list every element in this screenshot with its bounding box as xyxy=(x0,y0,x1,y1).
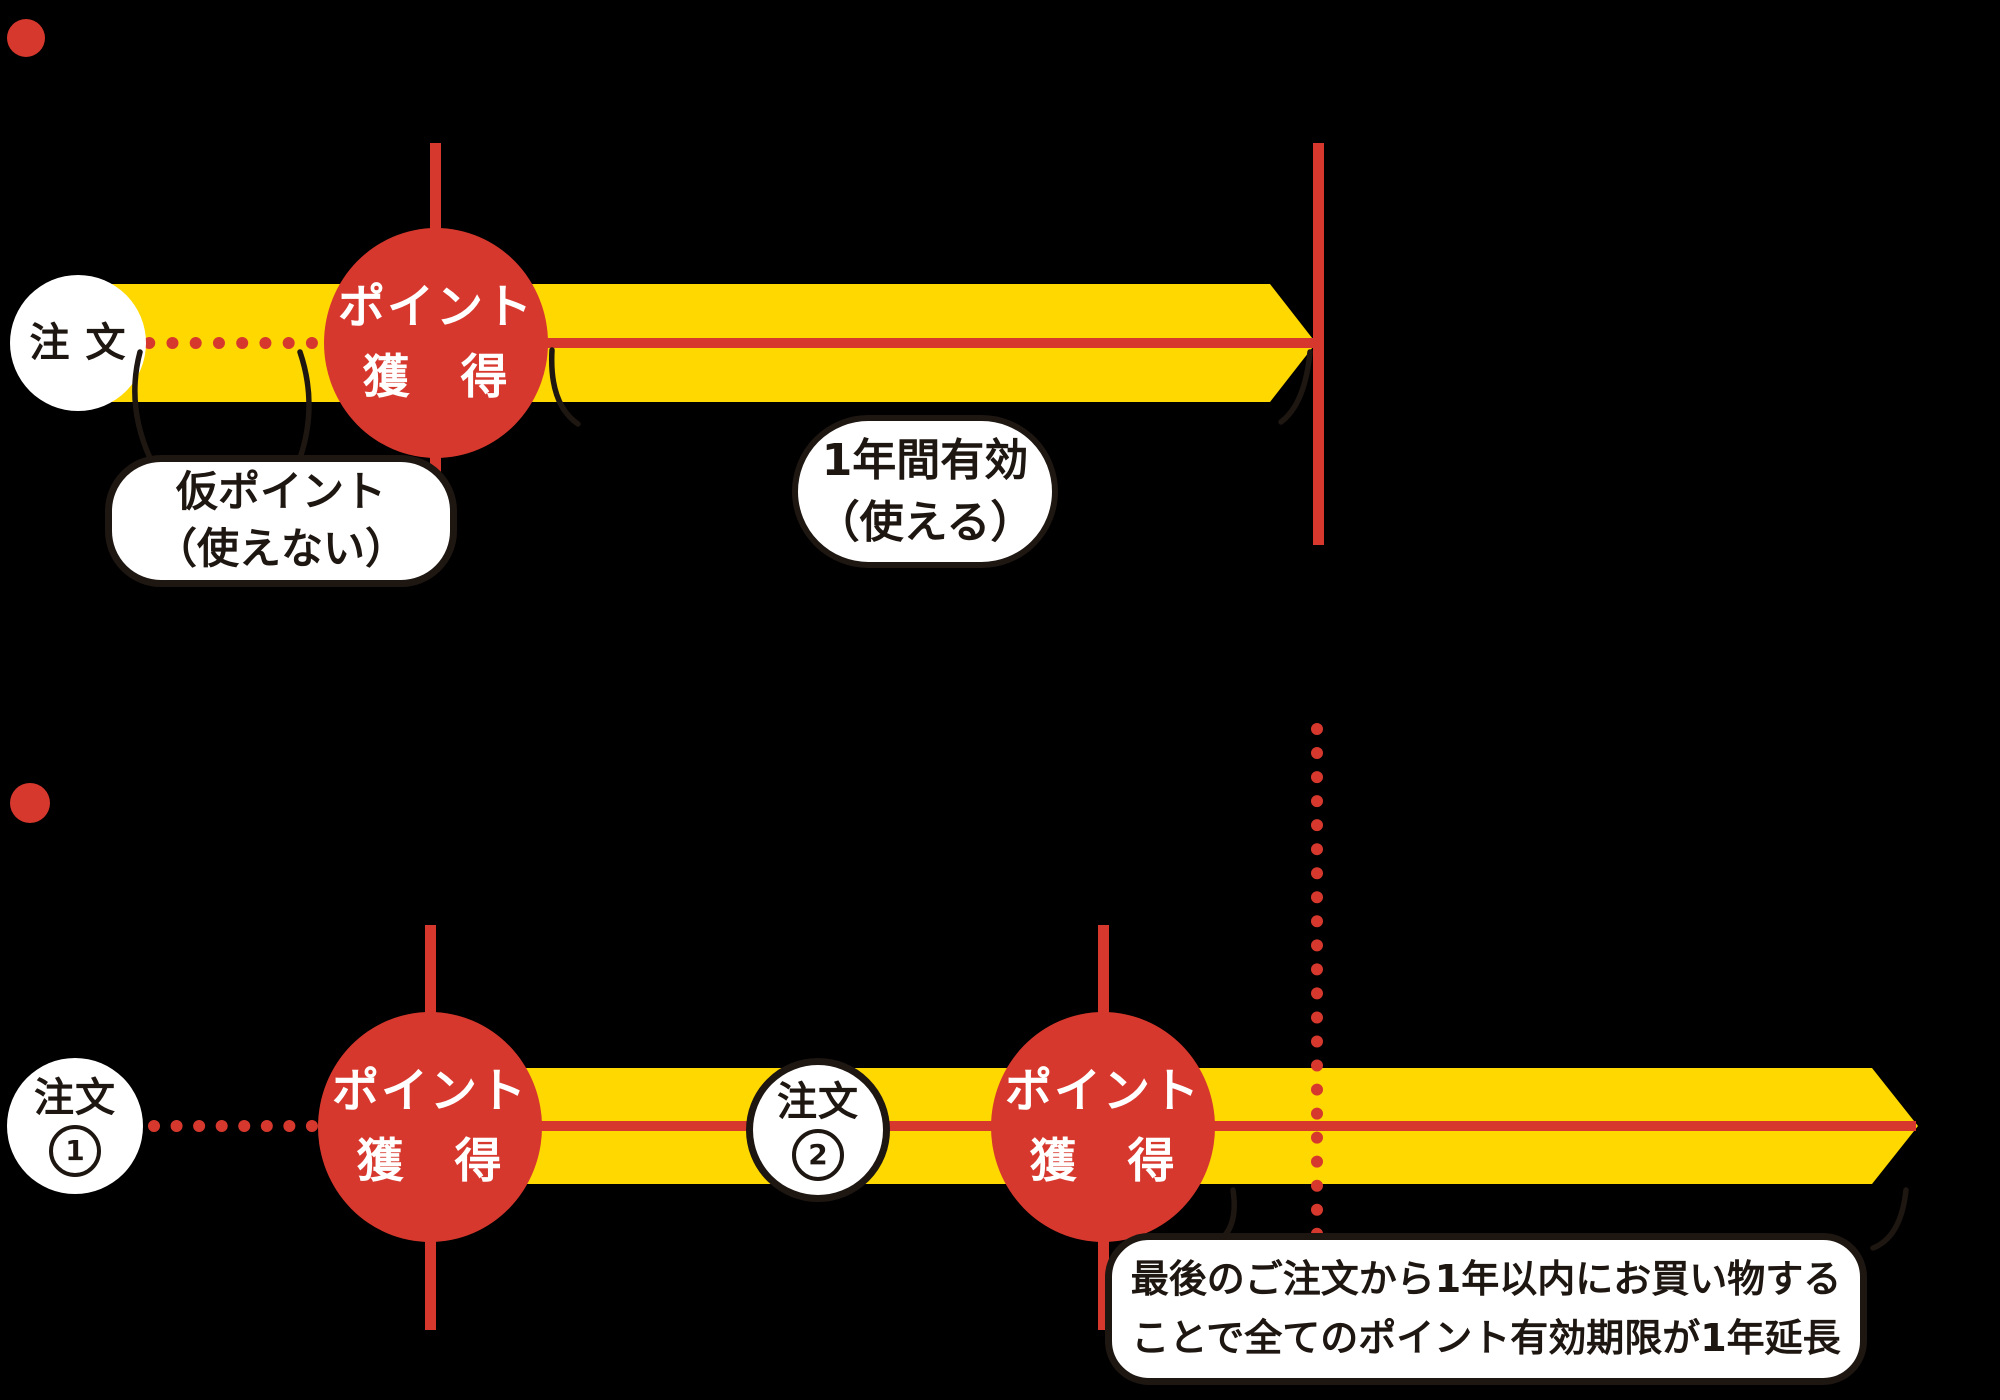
section2-extend-right-arc xyxy=(1870,1187,1909,1251)
section2-point1-line2: 獲 得 xyxy=(356,1134,504,1189)
section2-extend-line1: 最後のご注文から1年以内にお買い物する xyxy=(1130,1257,1842,1302)
section2-extend-bubble: 最後のご注文から1年以内にお買い物する ことで全てのポイント有効期限が1年延長 xyxy=(1105,1233,1867,1385)
section1-pending-dotted-line xyxy=(120,337,318,349)
section1-expiry-marker-line xyxy=(1313,143,1324,545)
section2-order2-label: 注文 xyxy=(777,1078,859,1125)
section2-order2-circle: 注文 2 xyxy=(746,1058,890,1202)
section1-point-line2: 獲 得 xyxy=(362,350,510,405)
section2-point1-circle: ポイント 獲 得 xyxy=(318,1012,542,1242)
section1-order-circle: 注 文 xyxy=(10,275,146,411)
section2-order1-number-icon: 1 xyxy=(49,1124,101,1177)
section1-pending-line1: 仮ポイント xyxy=(175,467,386,517)
section1-valid-line xyxy=(436,338,1313,348)
section1-valid-line1: 1年間有効 xyxy=(821,434,1029,486)
section1-pending-bubble: 仮ポイント （使えない） xyxy=(105,455,457,587)
section1-valid-line2: （使える） xyxy=(815,496,1035,548)
section2-point1-line1: ポイント xyxy=(332,1063,528,1119)
section2-bullet-icon xyxy=(10,783,50,823)
section2-order2-number-icon: 2 xyxy=(792,1128,844,1181)
section1-valid-bubble: 1年間有効 （使える） xyxy=(792,415,1058,568)
section1-bullet-icon xyxy=(7,19,45,57)
section2-pending-dotted-line xyxy=(148,1120,318,1132)
section2-order1-circle: 注文 1 xyxy=(7,1058,143,1194)
section2-point2-line1: ポイント xyxy=(1005,1063,1201,1119)
section1-pending-line2: （使えない） xyxy=(154,524,407,573)
section2-point2-circle: ポイント 獲 得 xyxy=(991,1012,1215,1242)
section1-point-line1: ポイント xyxy=(338,279,534,335)
section2-old-expiry-dotted-line xyxy=(1311,723,1323,1240)
section2-point2-line2: 獲 得 xyxy=(1029,1134,1177,1189)
section2-extend-line2: ことで全てのポイント有効期限が1年延長 xyxy=(1131,1316,1841,1360)
section1-point-earn-circle: ポイント 獲 得 xyxy=(324,228,548,458)
section2-order1-label: 注文 xyxy=(34,1074,116,1121)
section1-order-label: 注 文 xyxy=(29,320,127,366)
